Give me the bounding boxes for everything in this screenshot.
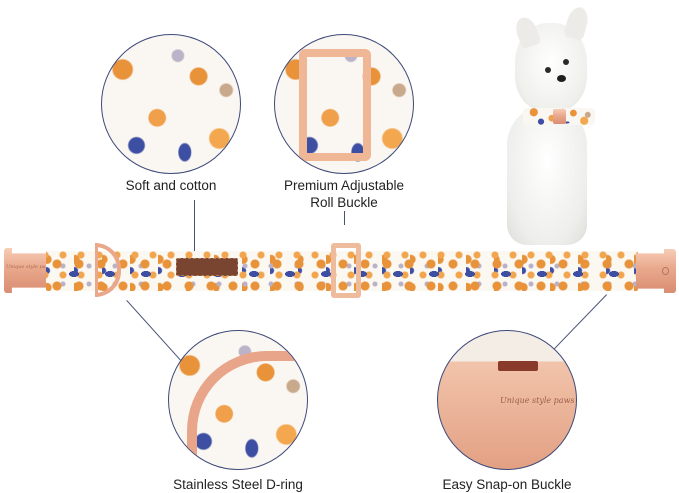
roll-buckle-closeup-circle (274, 34, 414, 174)
caption-roll-buckle-line2: Roll Buckle (310, 195, 378, 210)
leather-tag (176, 258, 238, 276)
strap-fabric (46, 251, 638, 291)
snap-buckle-closeup-slot (498, 361, 538, 371)
dog-nose (557, 75, 566, 82)
caption-snap-buckle: Easy Snap-on Buckle (442, 477, 572, 492)
connector-line-roll-buckle (344, 211, 346, 225)
collar-strap: Unique style paws (0, 243, 679, 298)
dog-body (507, 105, 587, 245)
roll-buckle (331, 243, 361, 298)
snap-buckle-closeup-engraving: Unique style paws (500, 396, 575, 405)
caption-roll-buckle-line1: Premium Adjustable (283, 178, 405, 193)
d-ring-closeup (187, 351, 307, 461)
snap-buckle-engraving: Unique style paws (6, 264, 46, 270)
dog-photo (495, 4, 595, 245)
dog-eye-left (545, 67, 551, 73)
snap-buckle-hole (662, 267, 669, 275)
caption-soft-cotton: Soft and cotton (125, 178, 217, 193)
dog-collar-buckle (553, 109, 566, 124)
snap-buckle-right (636, 249, 676, 293)
fabric-closeup-circle (101, 34, 241, 174)
connector-line-fabric (194, 200, 196, 255)
snap-buckle-closeup-circle: Unique style paws (437, 330, 577, 470)
snap-buckle-left (4, 248, 48, 293)
d-ring-closeup-circle (168, 330, 308, 470)
dog-eye-right (563, 59, 569, 65)
dog-ear-right (563, 4, 591, 42)
caption-d-ring: Stainless Steel D-ring (173, 477, 303, 492)
roll-buckle-frame (299, 49, 371, 161)
